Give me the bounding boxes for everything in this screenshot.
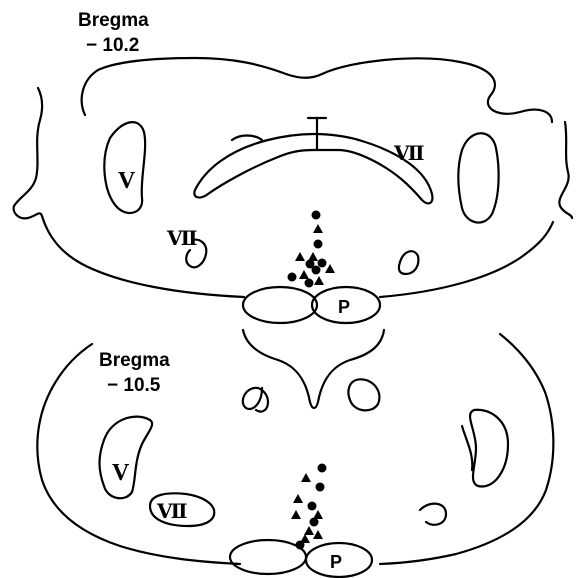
section-bottom-label-v: V	[112, 460, 130, 486]
section-bottom-v-nucleus-right	[470, 410, 508, 487]
marker-triangle	[313, 530, 323, 539]
section-top-title-line2: − 10.2	[86, 35, 139, 56]
section-top-outline	[82, 58, 552, 122]
section-bottom-right-cell	[420, 504, 446, 525]
marker-triangle	[304, 526, 314, 535]
section-top-label-p: P	[338, 297, 350, 317]
section-bottom-v-nucleus-right-tail	[462, 426, 472, 470]
section-bottom-label-p: P	[330, 552, 342, 572]
section-top-label-vii-right: Ⅶ	[393, 143, 425, 165]
section-bottom-label-vii: Ⅶ	[156, 501, 188, 523]
section-bottom-dorsal-notch	[243, 330, 384, 408]
marker-triangle	[313, 224, 323, 233]
section-bottom-title-line1: Bregma	[99, 350, 170, 371]
section-bottom-title-line2: − 10.5	[107, 375, 161, 396]
section-top-label-v: V	[118, 168, 136, 194]
marker-circle	[318, 259, 327, 268]
section-top-ventricle-cap-left	[232, 136, 262, 141]
section-top-vii-nucleus-right	[399, 251, 418, 274]
section-bottom-markers	[291, 464, 327, 550]
marker-triangle	[301, 473, 311, 482]
section-bottom-outline-right	[380, 334, 553, 564]
marker-circle	[310, 518, 319, 527]
section-top-title-line1: Bregma	[78, 10, 149, 31]
marker-triangle	[300, 534, 310, 543]
section-top-v-nucleus-right	[458, 133, 498, 222]
marker-triangle	[299, 270, 309, 279]
marker-circle	[312, 211, 321, 220]
section-bottom: Bregma − 10.5 V Ⅶ P	[37, 330, 553, 577]
section-top-outline-bottom-right	[380, 222, 553, 297]
section-top-outline-right	[559, 122, 572, 218]
marker-circle	[316, 483, 325, 492]
section-top: Bregma − 10.2 V Ⅶ Ⅶ P	[14, 10, 572, 323]
section-top-pyramid-left	[243, 287, 317, 323]
marker-triangle	[291, 510, 301, 519]
marker-triangle	[325, 264, 335, 273]
marker-triangle	[295, 252, 305, 261]
section-bottom-loop-right	[348, 379, 379, 410]
section-bottom-pyramid-left	[230, 540, 306, 574]
marker-triangle	[293, 494, 303, 503]
marker-circle	[312, 266, 321, 275]
marker-circle	[314, 240, 323, 249]
section-bottom-loop-left	[243, 388, 268, 412]
marker-triangle	[314, 276, 324, 285]
marker-circle	[318, 464, 327, 473]
section-bottom-v-nucleus-left	[100, 417, 153, 499]
section-top-markers	[288, 211, 336, 288]
marker-circle	[305, 279, 314, 288]
marker-circle	[288, 273, 297, 282]
marker-circle	[308, 502, 317, 511]
